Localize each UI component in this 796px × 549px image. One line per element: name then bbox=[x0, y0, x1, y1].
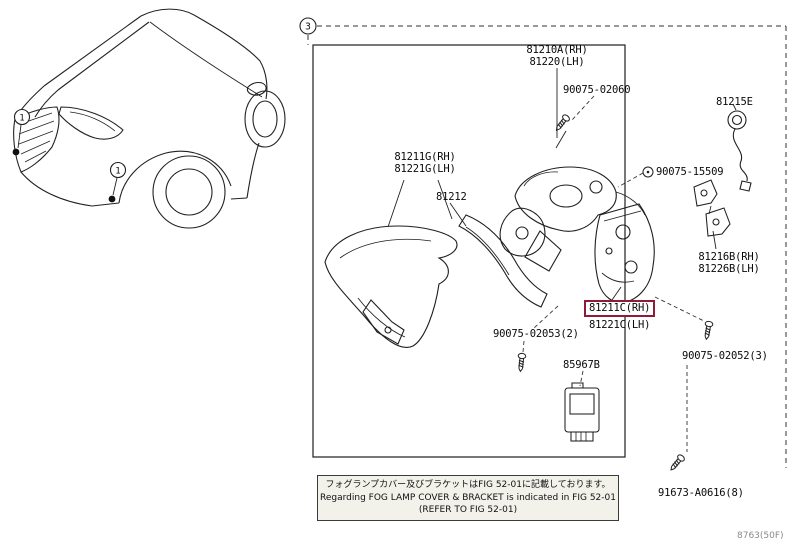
part-label-81210A-81220[interactable]: 81210A(RH) 81220(LH) bbox=[504, 44, 610, 68]
part-number: 81226B(LH) bbox=[698, 263, 760, 275]
part-label-81211C-highlighted[interactable]: 81211C(RH) bbox=[584, 300, 656, 317]
highlighted-part-number[interactable]: 81211C(RH) bbox=[584, 300, 656, 317]
figure-bracket-dashed-line bbox=[307, 25, 787, 468]
leader-lines-dashed bbox=[522, 95, 705, 452]
part-number: 81220(LH) bbox=[529, 56, 585, 68]
cap-drawing bbox=[727, 110, 752, 192]
car-callout-number: 1 bbox=[115, 167, 120, 177]
part-label-81212[interactable]: 81212 bbox=[436, 191, 467, 203]
part-label-81216B-81226B[interactable]: 81216B(RH) 81226B(LH) bbox=[688, 251, 770, 275]
note-line-english: Regarding FOG LAMP COVER & BRACKET is in… bbox=[320, 492, 616, 503]
leader-lines-solid bbox=[387, 68, 737, 301]
diagram-frame bbox=[312, 44, 626, 458]
car-callout-number: 1 bbox=[19, 114, 24, 124]
part-label-90075-02052[interactable]: 90075-02052(3) bbox=[682, 350, 768, 362]
part-label-90075-02053[interactable]: 90075-02053(2) bbox=[493, 328, 579, 340]
fog-lamp-dot bbox=[12, 148, 20, 156]
part-label-85967B[interactable]: 85967B bbox=[563, 359, 600, 371]
part-number: 81210A(RH) bbox=[526, 44, 588, 56]
fog-lamp-dot bbox=[108, 195, 116, 203]
screw-icon bbox=[552, 113, 572, 134]
part-label-81221C[interactable]: 81221C(LH) bbox=[589, 319, 651, 331]
fog-lamp-cover-drawing bbox=[324, 225, 458, 348]
part-label-90075-02060[interactable]: 90075-02060 bbox=[563, 84, 631, 96]
screw-icon bbox=[667, 453, 687, 473]
part-label-81215E[interactable]: 81215E bbox=[716, 96, 753, 108]
note-line-reference: (REFER TO FIG 52-01) bbox=[418, 505, 518, 515]
note-box: フォグランプカバー及びブラケットはFIG 52-01に記載しております。 Reg… bbox=[317, 475, 619, 521]
grommet-marker bbox=[642, 166, 654, 178]
part-number: 81211G(RH) bbox=[394, 151, 456, 163]
car-callout-left: 1 bbox=[13, 108, 31, 126]
part-label-90075-15509[interactable]: 90075-15509 bbox=[656, 166, 724, 178]
fog-lamp-unit-drawing bbox=[499, 166, 655, 304]
bracket-drawing bbox=[693, 179, 731, 237]
figure-callout: 3 bbox=[299, 17, 317, 35]
page-code: 8763(50F) bbox=[737, 531, 784, 541]
part-label-81211G-81221G[interactable]: 81211G(RH) 81221G(LH) bbox=[377, 151, 473, 175]
figure-callout-number: 3 bbox=[305, 22, 311, 33]
screw-icon bbox=[516, 352, 527, 373]
retainer-strip-drawing bbox=[458, 214, 548, 308]
relay-drawing bbox=[564, 382, 600, 442]
screw-icon bbox=[702, 320, 714, 341]
note-line-japanese: フォグランプカバー及びブラケットはFIG 52-01に記載しております。 bbox=[325, 480, 611, 490]
part-label-91673-A0616[interactable]: 91673-A0616(8) bbox=[658, 487, 744, 499]
car-callout-right: 1 bbox=[109, 161, 127, 179]
car-illustration bbox=[12, 8, 286, 229]
part-number: 81221G(LH) bbox=[394, 163, 456, 175]
part-number: 81216B(RH) bbox=[698, 251, 760, 263]
